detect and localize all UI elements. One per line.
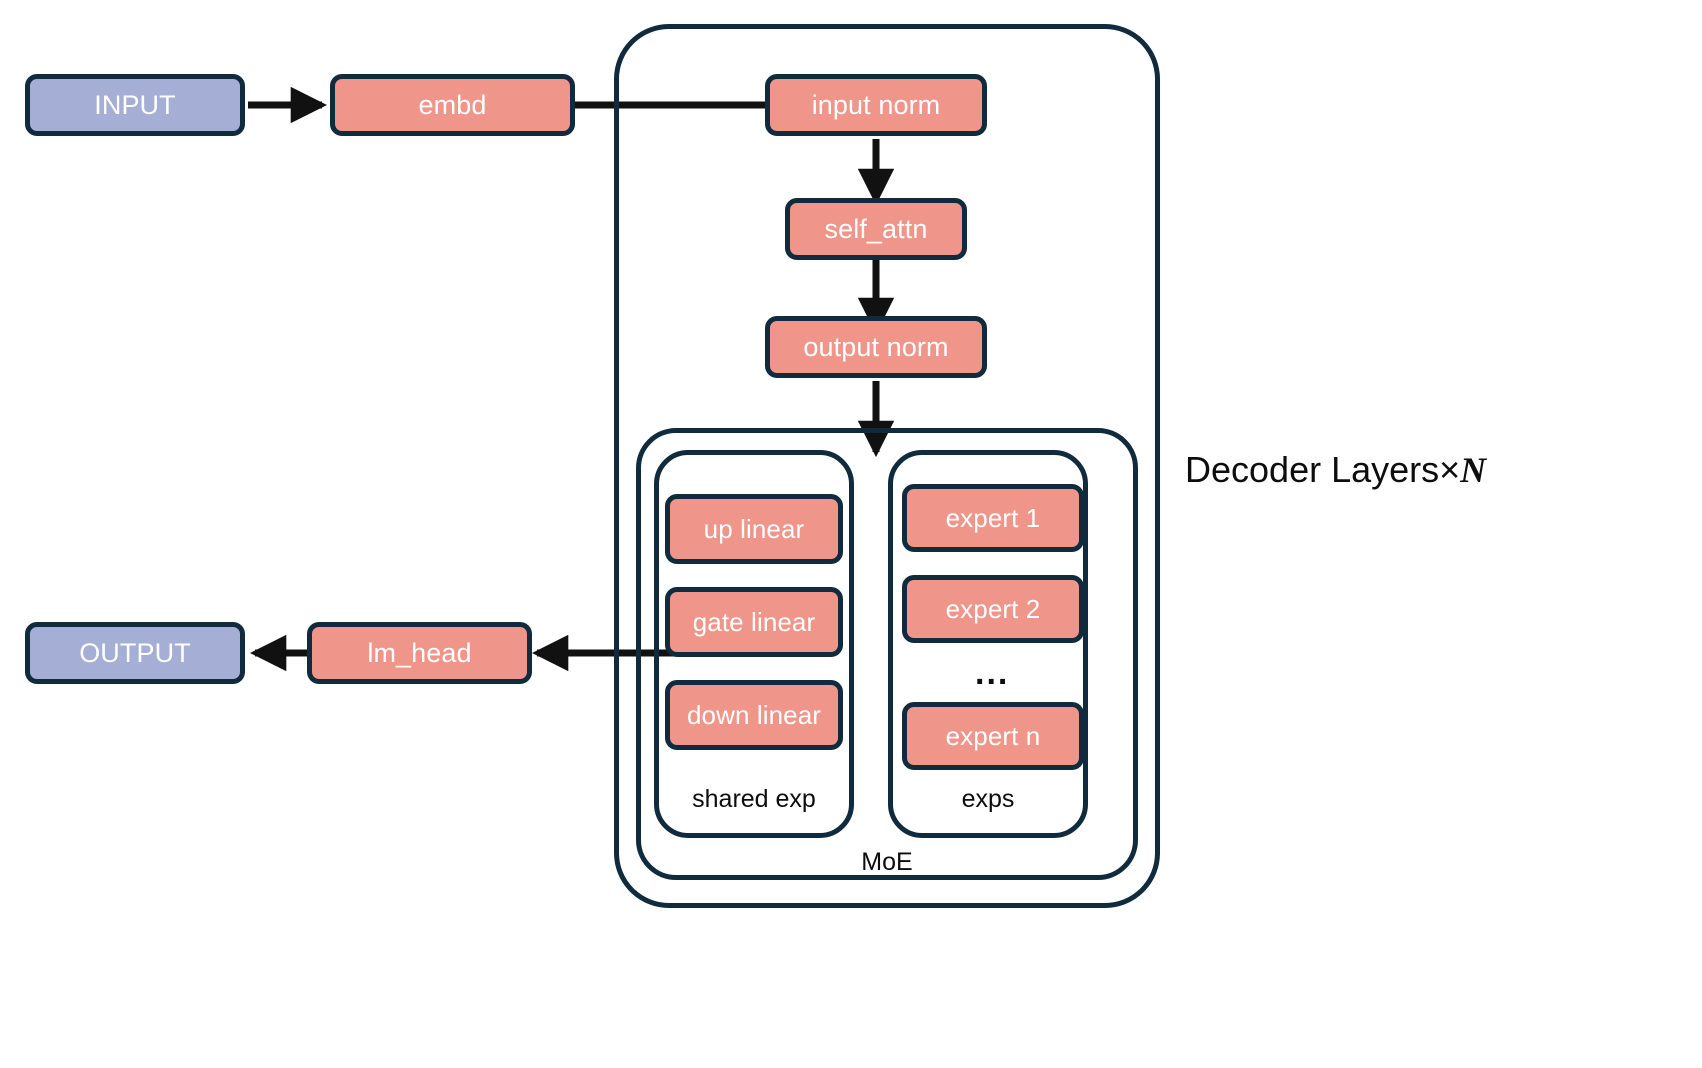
experts-container [888,450,1088,838]
moe-label: MoE [861,848,913,876]
experts-label: exps [961,785,1015,813]
input-norm-node[interactable]: input norm [765,74,987,136]
experts-ellipsis: ... [975,654,1010,692]
decoder-layers-label: Decoder Layers×N [1185,449,1487,490]
moe-container [636,428,1138,880]
output-node[interactable]: OUTPUT [25,622,245,684]
embd-node[interactable]: embd [330,74,575,136]
lm-head-node[interactable]: lm_head [307,622,532,684]
shared-expert-container [654,450,854,838]
decoder-layers-count-variable: N [1460,450,1487,490]
output-norm-node[interactable]: output norm [765,316,987,378]
expert-2-node[interactable]: expert 2 [902,575,1084,643]
expert-1-node[interactable]: expert 1 [902,484,1084,552]
decoder-layers-container [614,24,1160,908]
gate-linear-node[interactable]: gate linear [665,587,843,657]
input-node[interactable]: INPUT [25,74,245,136]
down-linear-node[interactable]: down linear [665,680,843,750]
self-attn-node[interactable]: self_attn [785,198,967,260]
decoder-layers-label-text: Decoder Layers× [1185,449,1461,490]
shared-expert-label: shared exp [692,785,816,813]
expert-n-node[interactable]: expert n [902,702,1084,770]
up-linear-node[interactable]: up linear [665,494,843,564]
